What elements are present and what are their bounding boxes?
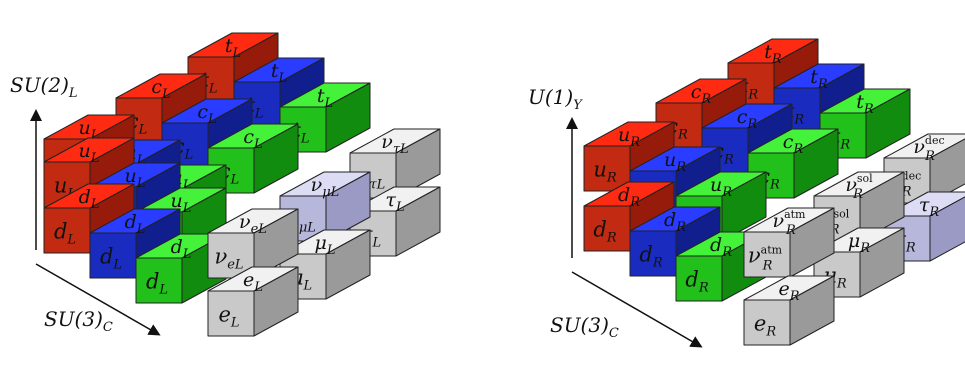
- cube-side-face: [929, 196, 965, 262]
- cube-top-label: uR: [710, 174, 732, 200]
- cube-top-label: dR: [664, 209, 686, 235]
- cube-front-label: νeL: [214, 245, 243, 273]
- cube-side-face: [325, 171, 371, 242]
- cube-top-face: [883, 133, 965, 159]
- right-diagonal-axis-label: SU(3)C: [550, 313, 619, 341]
- cube-top-label: νμL: [311, 174, 340, 200]
- cube-top-label: dL: [171, 236, 192, 262]
- cube-side-face: [253, 266, 299, 337]
- cube-muR: μRμR: [813, 227, 905, 298]
- cube-front-label: eR: [754, 312, 776, 340]
- cube-front-label: dL: [100, 245, 122, 273]
- cube-side-face: [789, 207, 835, 278]
- cube-top-label: uL: [171, 190, 192, 216]
- cube-top-label: tL: [271, 60, 287, 86]
- cube-top-label: tL: [317, 85, 333, 111]
- right-cube-stack: tRtRtRtRtRtRcRcRcRcRcRcRνdecRνdecRτRτRuR…: [583, 38, 965, 346]
- cube-top-label: uR: [618, 124, 640, 150]
- cube-top-label: tR: [856, 91, 874, 117]
- cube-tR3: tRtR: [819, 88, 911, 159]
- cube-side-face: [325, 82, 371, 153]
- cube-top-label: uL: [79, 117, 100, 143]
- cube-top-label: μR: [848, 230, 870, 256]
- cube-front-label: dR: [685, 268, 708, 296]
- cube-side-face: [859, 171, 905, 242]
- cube-top-label: cL: [243, 126, 262, 152]
- cube-top-label: dL: [79, 186, 100, 212]
- cube-top-label: dR: [618, 184, 640, 210]
- cube-top-label: τR: [919, 194, 940, 220]
- cube-side-face: [395, 128, 441, 199]
- cube-top-label: μL: [315, 232, 336, 258]
- cube-top-label: eR: [778, 278, 799, 304]
- cube-top-label: τL: [385, 189, 404, 215]
- cube-side-face: [253, 123, 299, 194]
- cube-nutauL: ντLντL: [349, 128, 441, 199]
- cube-top-label: dL: [125, 211, 146, 237]
- cube-top-label: ντL: [381, 131, 408, 157]
- left-diagonal-axis-arrow: [35, 263, 161, 336]
- cube-top-label: νeL: [239, 211, 267, 237]
- cube-front-label: dR: [593, 218, 616, 246]
- cube-top-label: tL: [225, 35, 241, 61]
- cube-numuL: νμLνμL: [279, 171, 371, 242]
- cube-top-label: cR: [737, 106, 758, 132]
- left-panel: SU(2)L SU(3)C tLtLtLtLtLtLcLcLcLcLcLcLuL…: [10, 32, 441, 337]
- cube-top-label: cR: [783, 131, 804, 157]
- cube-top-label: uL: [79, 140, 100, 166]
- cube-side-face: [395, 186, 441, 257]
- cube-side-face: [793, 128, 839, 199]
- cube-front-label: dL: [146, 270, 168, 298]
- cube-top-label: uR: [664, 149, 686, 175]
- cube-top-label: tR: [764, 41, 782, 67]
- cube-top-label: tR: [810, 66, 828, 92]
- cube-top-label: cL: [151, 76, 170, 102]
- right-diagonal-axis-arrow: [571, 271, 703, 348]
- cube-top-label: cR: [691, 81, 712, 107]
- cube-side-face: [929, 138, 965, 204]
- cube-side-face: [789, 275, 835, 346]
- left-vertical-axis-label: SU(2)L: [10, 73, 78, 101]
- cube-side-face: [325, 229, 371, 300]
- cube-side-face: [721, 171, 767, 242]
- cube-side-face: [253, 208, 299, 279]
- cube-front-label: dR: [639, 243, 662, 271]
- cube-nueL: νeL νeL: [207, 208, 299, 279]
- left-cube-stack: tLtLtLtLtLtLcLcLcLcLcLcLuLuLuLuLuLuLντLν…: [43, 32, 441, 337]
- cube-front-label: uR: [593, 158, 617, 186]
- left-diagonal-axis-label: SU(3)C: [44, 307, 113, 335]
- cube-top-label: eL: [243, 269, 263, 295]
- right-vertical-axis-label: U(1)Y: [528, 85, 583, 113]
- cube-top-label: cL: [197, 101, 216, 127]
- cube-side-face: [859, 227, 905, 298]
- cube-top-label: uL: [125, 165, 146, 191]
- cube-front-label: dL: [54, 220, 76, 248]
- cube-front-label: eL: [218, 303, 239, 331]
- cube-side-face: [865, 88, 911, 159]
- right-panel: U(1)Y SU(3)C tRtRtRtRtRtRcRcRcRcRcRcRνde…: [528, 38, 965, 348]
- cube-top-label: dR: [710, 234, 732, 260]
